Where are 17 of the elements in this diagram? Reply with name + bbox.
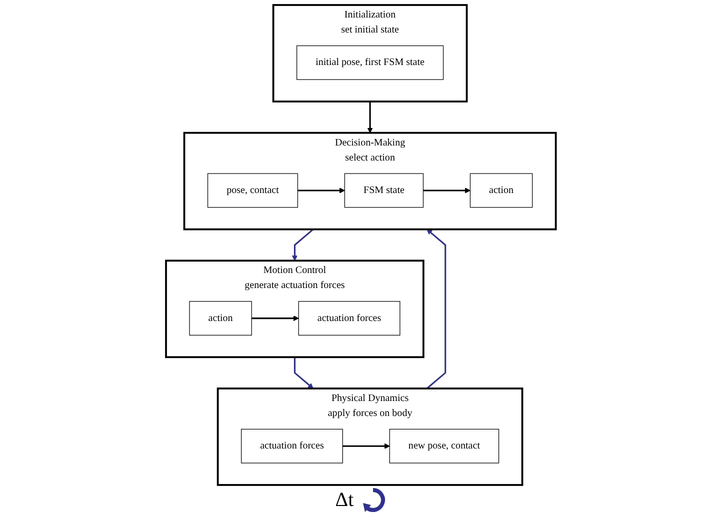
arrow	[342, 443, 390, 449]
arrow	[251, 316, 298, 322]
arrow	[422, 188, 470, 194]
node-box: pose, contact	[207, 173, 298, 208]
node-box: actuation forces	[240, 428, 343, 464]
node-box: action	[188, 301, 252, 336]
arrow	[426, 229, 446, 390]
time-step-label: Δt	[335, 488, 354, 512]
arrow	[294, 357, 314, 389]
node-box: initial pose, first FSM state	[296, 45, 444, 80]
node-box: action	[470, 173, 532, 208]
node-box: FSM state	[344, 173, 424, 208]
node-box: actuation forces	[298, 301, 400, 336]
arrow	[292, 228, 314, 261]
node-box: new pose, contact	[388, 428, 499, 464]
arrow	[297, 188, 345, 194]
arrow	[366, 102, 372, 134]
